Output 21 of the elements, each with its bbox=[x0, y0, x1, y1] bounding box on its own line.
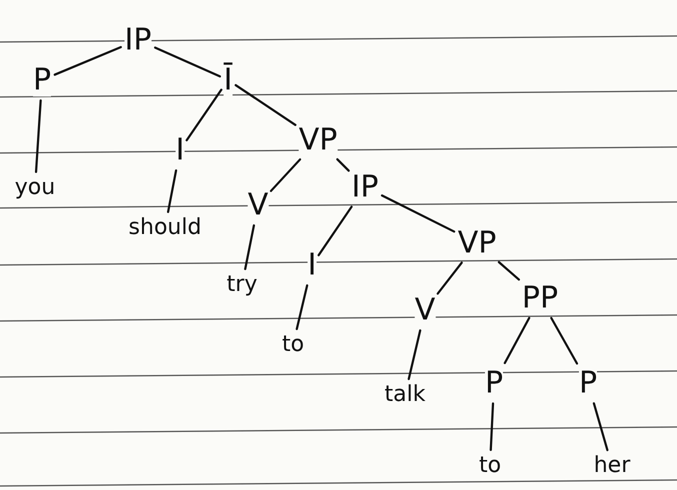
tree-branch bbox=[234, 84, 296, 126]
tree-branch bbox=[504, 316, 530, 364]
tree-branch bbox=[490, 402, 494, 452]
tree-branch bbox=[436, 262, 463, 295]
tree-branch bbox=[380, 194, 456, 233]
tree-branch bbox=[336, 158, 350, 172]
category-label: Ī bbox=[224, 64, 232, 96]
tree-branch bbox=[34, 99, 42, 174]
tree-branch bbox=[54, 46, 122, 76]
tree-branch bbox=[318, 206, 353, 256]
word-label: try bbox=[226, 272, 258, 298]
tree-branch bbox=[244, 224, 256, 270]
tree-branch bbox=[186, 88, 222, 142]
tree-branch bbox=[498, 261, 520, 281]
tree-branch bbox=[550, 316, 578, 365]
tree-branch bbox=[166, 169, 178, 214]
tree-branch bbox=[270, 158, 302, 192]
tree-branch bbox=[154, 46, 222, 78]
tree-branch bbox=[296, 284, 308, 330]
tree-branch bbox=[592, 402, 608, 452]
tree-branch bbox=[408, 329, 422, 380]
